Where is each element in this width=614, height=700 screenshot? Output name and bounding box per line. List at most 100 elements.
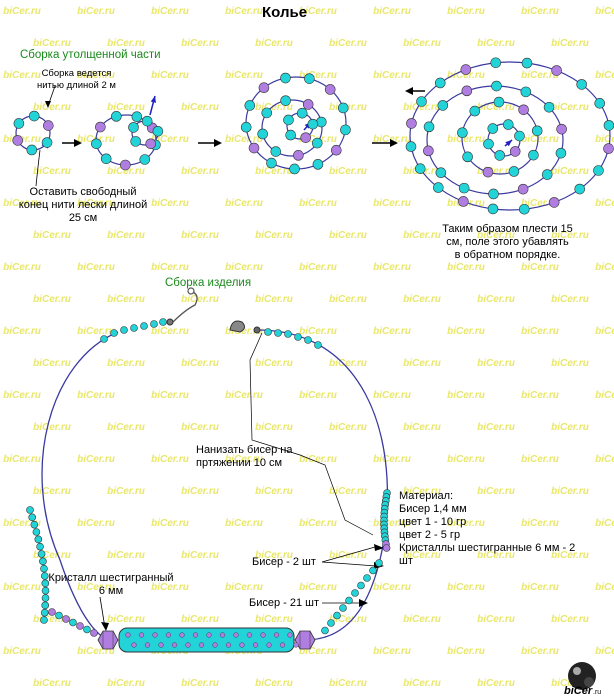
watermark-text: biCer.ru [3,70,41,81]
bead-cyan [345,596,353,605]
bead-cyan [296,107,308,119]
bead-cyan [240,121,252,133]
leader-line [249,332,374,536]
watermark-text: biCer.ru [447,134,485,145]
watermark-text: biCer.ru [181,486,219,497]
bead-cyan [514,130,525,142]
watermark-text: biCer.ru [255,294,293,305]
watermark-layer: biCer.ru biCer.ru biCer.ru biCer.ru biCer.ru… [3,6,614,689]
watermark-text: biCer.ru [595,390,614,401]
watermark-text: biCer.ru [225,326,263,337]
watermark-text: biCer.ru [225,582,263,593]
watermark-text: biCer.ru [33,102,71,113]
watermark-text: biCer.ru [225,6,263,17]
tube-dot [212,642,218,648]
watermark-text: biCer.ru [151,134,189,145]
bead-cyan [159,318,167,326]
clasp-ring [166,318,174,326]
watermark-text: biCer.ru [151,326,189,337]
watermark-text: biCer.ru [521,134,559,145]
watermark-text: biCer.ru [107,678,145,689]
bead-cyan [304,73,315,84]
bead-cyan [369,566,377,575]
watermark-text: biCer.ru [77,518,115,529]
watermark-text: biCer.ru [447,6,485,17]
watermark-text: biCer.ru [447,70,485,81]
watermark-text: biCer.ru [595,326,614,337]
materials-list: Материал: Бисер 1,4 мм цвет 1 - 10 гр цв… [399,490,576,567]
watermark-text: biCer.ru [255,614,293,625]
watermark-text: biCer.ru [225,134,263,145]
bead-purple [548,197,560,208]
watermark-text: biCer.ru [521,582,559,593]
bead-purple [423,145,434,157]
lobster-clasp [229,320,246,333]
watermark-text: biCer.ru [255,550,293,561]
bead-purple [518,104,529,116]
tube-dot [239,642,245,648]
watermark-text: biCer.ru [255,38,293,49]
bead-cyan [28,513,36,522]
watermark-text: biCer.ru [225,198,263,209]
watermark-text: biCer.ru [107,614,145,625]
bead-cyan [357,581,365,590]
chain-end-ring [187,287,195,295]
watermark-text: biCer.ru [107,38,145,49]
watermark-text: biCer.ru [33,678,71,689]
bead-cyan [321,626,329,635]
watermark-text: biCer.ru [521,6,559,17]
bead-cyan [351,589,359,597]
watermark-text: biCer.ru [521,390,559,401]
watermark-text: biCer.ru [595,454,614,465]
bead-cyan [266,157,277,169]
watermark-text: biCer.ru [299,454,337,465]
watermark-text: biCer.ru [225,390,263,401]
watermark-text: biCer.ru [477,486,515,497]
bead-cyan [494,150,506,161]
watermark-text: biCer.ru [255,358,293,369]
watermark-text: biCer.ru [255,678,293,689]
bead-cyan [493,96,505,108]
watermark-text: biCer.ru [521,198,559,209]
watermark-text: biCer.ru [329,486,367,497]
watermark-text: biCer.ru [373,6,411,17]
bead-cyan [34,535,43,544]
bead-cyan [521,57,533,69]
tube-dot [279,642,286,648]
bead-cyan [541,169,553,180]
bead-purple [406,118,417,129]
watermark-text: biCer.ru [521,262,559,273]
watermark-text: biCer.ru [403,294,441,305]
bead-purple [293,150,304,161]
watermark-text: biCer.ru [373,262,411,273]
bead-purple [42,120,54,131]
bicer-logo: biCer .ru [562,652,612,698]
watermark-text: biCer.ru [477,166,515,177]
bead-cyan [40,572,49,580]
bead-cyan [311,137,323,149]
watermark-text: biCer.ru [151,582,189,593]
watermark-text: biCer.ru [373,134,411,145]
bead-purple [556,123,567,135]
watermark-text: biCer.ru [477,38,515,49]
bead-cyan [312,159,324,170]
svg-text:.ru: .ru [593,689,601,696]
leader-line [321,546,376,563]
bead-purple [324,84,336,95]
tube-dot [179,632,185,638]
watermark-text: biCer.ru [551,294,589,305]
bead-cyan [520,86,532,98]
watermark-text: biCer.ru [521,70,559,81]
bead-cyan [469,105,481,117]
tube-dot [293,642,299,648]
watermark-text: biCer.ru [477,102,515,113]
bead-cyan [458,182,470,194]
bead-purple [302,99,314,110]
bead-cyan [307,118,319,130]
bead-cyan [128,122,139,133]
bead-cyan [405,141,417,152]
bead-cyan [487,123,499,134]
bead-cyan [339,604,347,612]
bead-purple [62,615,70,623]
watermark-text: biCer.ru [373,70,411,81]
